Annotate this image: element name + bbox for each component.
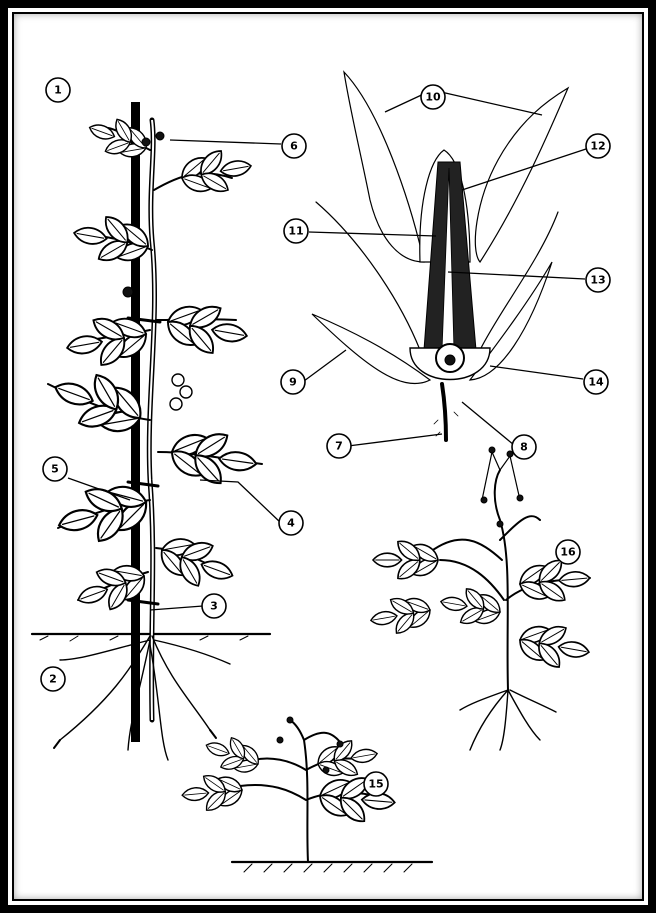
- callout-6: 6: [282, 134, 306, 158]
- callout-9: 9: [281, 370, 305, 394]
- callout-8: 8: [512, 435, 536, 459]
- svg-text:15: 15: [368, 778, 383, 791]
- callout-1: 1: [46, 78, 70, 102]
- svg-text:11: 11: [288, 225, 303, 238]
- callout-15: 15: [364, 772, 388, 796]
- callout-4: 4: [279, 511, 303, 535]
- callouts: 1 2 3 4 5 6 7 8 9 10 11 12 13 14 15 16: [41, 78, 610, 796]
- svg-text:14: 14: [588, 376, 604, 389]
- young-plant-16: [367, 447, 593, 750]
- callout-11: 11: [284, 219, 308, 243]
- svg-text:13: 13: [590, 274, 605, 287]
- svg-text:12: 12: [590, 140, 605, 153]
- svg-text:1: 1: [54, 84, 62, 97]
- svg-text:7: 7: [335, 440, 343, 453]
- svg-text:5: 5: [51, 463, 59, 476]
- callout-7: 7: [327, 434, 351, 458]
- callout-3: 3: [202, 594, 226, 618]
- callout-10: 10: [421, 85, 445, 109]
- svg-text:2: 2: [49, 673, 57, 686]
- callout-13: 13: [586, 268, 610, 292]
- callout-14: 14: [584, 370, 608, 394]
- svg-text:10: 10: [425, 91, 441, 104]
- callout-12: 12: [586, 134, 610, 158]
- svg-text:3: 3: [210, 600, 218, 613]
- svg-text:4: 4: [287, 517, 295, 530]
- callout-2: 2: [41, 667, 65, 691]
- svg-text:16: 16: [560, 546, 576, 559]
- svg-text:6: 6: [290, 140, 298, 153]
- svg-text:8: 8: [520, 441, 528, 454]
- young-plant-15: [180, 717, 432, 872]
- flower-cross-section: [312, 72, 568, 440]
- main-plant: [32, 102, 270, 760]
- svg-text:9: 9: [289, 376, 297, 389]
- callout-16: 16: [556, 540, 580, 564]
- callout-5: 5: [43, 457, 67, 481]
